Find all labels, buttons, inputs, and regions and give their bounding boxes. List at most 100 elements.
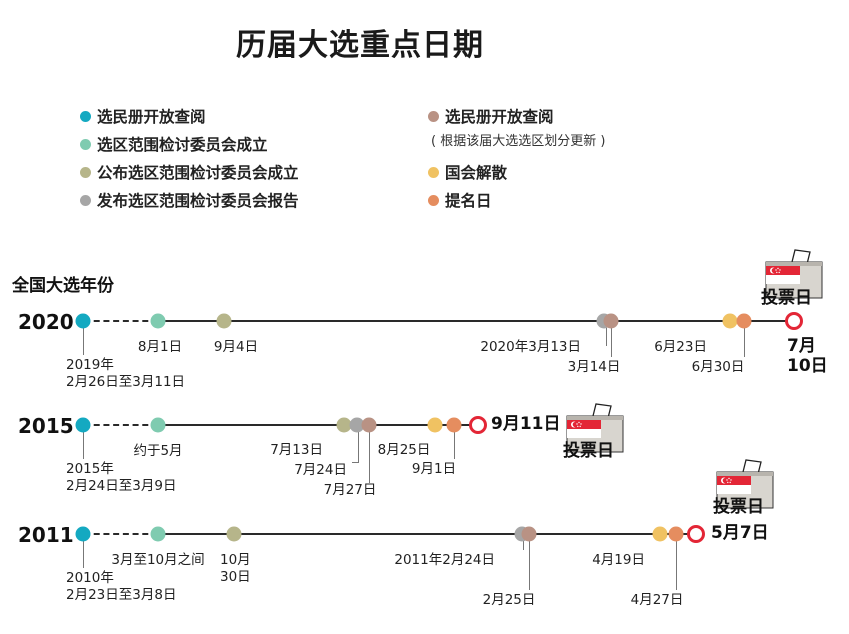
event-dot-dissolve: [427, 417, 443, 433]
event-dot-register2: [603, 313, 619, 329]
event-label-line: 2010年: [66, 570, 114, 586]
legend-dot-icon: [80, 138, 91, 150]
legend-dot-icon: [428, 166, 439, 178]
timeline-dashed-segment: [84, 424, 158, 426]
event-label-committee: 3月至10月之间: [111, 552, 205, 568]
event-label-dissolve: 6月23日: [654, 339, 707, 355]
polling-day-marker: [687, 525, 705, 543]
event-dot-dissolve: [722, 313, 738, 329]
event-label-register: 2015年 2月24日至3月9日: [66, 461, 176, 495]
event-dot-report: [349, 417, 365, 433]
timeline-dashed-segment: [84, 533, 158, 535]
event-label-line: 2月26日至3月11日: [66, 374, 186, 390]
event-label-announce: 10月 30日: [220, 552, 251, 586]
event-label-line: 7月: [787, 336, 816, 356]
timeline-line: [158, 424, 478, 426]
year-label: 2015: [18, 414, 74, 438]
event-label-report: 2020年3月13日: [480, 339, 581, 355]
event-label-register: 2010年 2月23日至3月8日: [66, 570, 176, 604]
event-label-announce: 7月13日: [270, 442, 323, 458]
legend-label: 国会解散: [445, 164, 508, 182]
legend-label: 选民册开放查阅: [97, 108, 206, 126]
leader-line: [83, 425, 84, 459]
event-label-line: 2月23日至3月8日: [66, 587, 177, 603]
event-dot-register: [75, 313, 91, 329]
ballot-box-label: 投票日: [761, 288, 812, 308]
leader-line: [358, 425, 359, 463]
legend-dot-icon: [428, 110, 439, 122]
ballot-box-label: 投票日: [563, 441, 614, 461]
event-label-dissolve: 8月25日: [377, 442, 431, 458]
leader-line: [83, 321, 84, 355]
event-dot-nomination: [736, 313, 752, 329]
leader-line: [523, 534, 524, 550]
event-label-nomination: 4月27日: [630, 592, 684, 608]
legend-label: 发布选区范围检讨委员会报告: [97, 192, 299, 210]
event-label-register: 2019年 2月26日至3月11日: [66, 357, 185, 391]
legend-label: 选区范围检讨委员会成立: [97, 136, 268, 154]
legend-item-report: 发布选区范围检讨委员会报告: [80, 189, 299, 211]
leader-line: [454, 425, 455, 459]
timeline-line: [158, 533, 696, 535]
legend-label: 公布选区范围检讨委员会成立: [97, 164, 299, 182]
event-label-line: 2019年: [66, 357, 114, 373]
leader-line: [352, 462, 359, 463]
event-label-register2: 3月14日: [567, 359, 621, 375]
ballot-box-label: 投票日: [713, 497, 764, 517]
page-title: 历届大选重点日期: [236, 28, 484, 63]
event-dot-register: [75, 526, 91, 542]
event-label-register2: 2月25日: [482, 592, 536, 608]
event-dot-committee: [150, 313, 166, 329]
event-dot-dissolve: [652, 526, 668, 542]
year-label: 2020: [18, 310, 74, 334]
section-label: 全国大选年份: [12, 276, 114, 296]
leader-line: [529, 534, 530, 590]
legend-label: 提名日: [445, 192, 492, 210]
event-dot-committee: [150, 417, 166, 433]
event-dot-announce: [336, 417, 352, 433]
legend-item-committee: 选区范围检讨委员会成立: [80, 133, 268, 155]
event-dot-announce: [226, 526, 242, 542]
leader-line: [369, 425, 370, 483]
event-label-announce: 9月4日: [213, 339, 259, 355]
event-label-committee: 8月1日: [137, 339, 183, 355]
event-dot-register2: [521, 526, 537, 542]
event-label-line: 2015年: [66, 461, 114, 477]
event-label-dissolve: 4月19日: [592, 552, 645, 568]
event-dot-register: [75, 417, 91, 433]
leader-line: [676, 534, 677, 590]
legend-item-nomination: 提名日: [428, 189, 492, 211]
legend-label: 选民册开放查阅: [445, 108, 554, 126]
leader-line: [744, 321, 745, 357]
legend-item-announce: 公布选区范围检讨委员会成立: [80, 161, 299, 183]
legend-dot-icon: [80, 194, 91, 206]
legend-dot-icon: [80, 166, 91, 178]
leader-line: [606, 321, 607, 346]
event-label-polling: 9月11日: [491, 414, 561, 434]
event-label-polling: 7月 10日: [787, 336, 828, 376]
event-label-nomination: 9月1日: [411, 461, 457, 477]
event-dot-register2: [361, 417, 377, 433]
event-label-committee: 约于5月: [133, 443, 183, 459]
legend-dot-icon: [80, 110, 91, 122]
event-label-report: 2011年2月24日: [394, 552, 495, 568]
event-label-polling: 5月7日: [711, 523, 769, 543]
timeline-dashed-segment: [84, 320, 158, 322]
legend-dot-icon: [428, 194, 439, 206]
polling-day-marker: [469, 416, 487, 434]
legend-item-dissolve: 国会解散: [428, 161, 507, 183]
event-dot-nomination: [446, 417, 462, 433]
polling-day-marker: [785, 312, 803, 330]
leader-line: [83, 534, 84, 568]
year-label: 2011: [18, 523, 74, 547]
event-dot-announce: [216, 313, 232, 329]
event-label-line: 10日: [787, 356, 828, 376]
legend-item-register2: 选民册开放查阅: [428, 105, 554, 127]
event-label-line: 10月: [220, 552, 251, 568]
event-dot-committee: [150, 526, 166, 542]
timeline-line: [158, 320, 788, 322]
legend-sub-note: ( 根据该届大选选区划分更新 ): [431, 134, 606, 149]
legend-item-register: 选民册开放查阅: [80, 105, 206, 127]
event-label-report: 7月24日: [294, 462, 347, 478]
leader-line: [611, 321, 612, 357]
